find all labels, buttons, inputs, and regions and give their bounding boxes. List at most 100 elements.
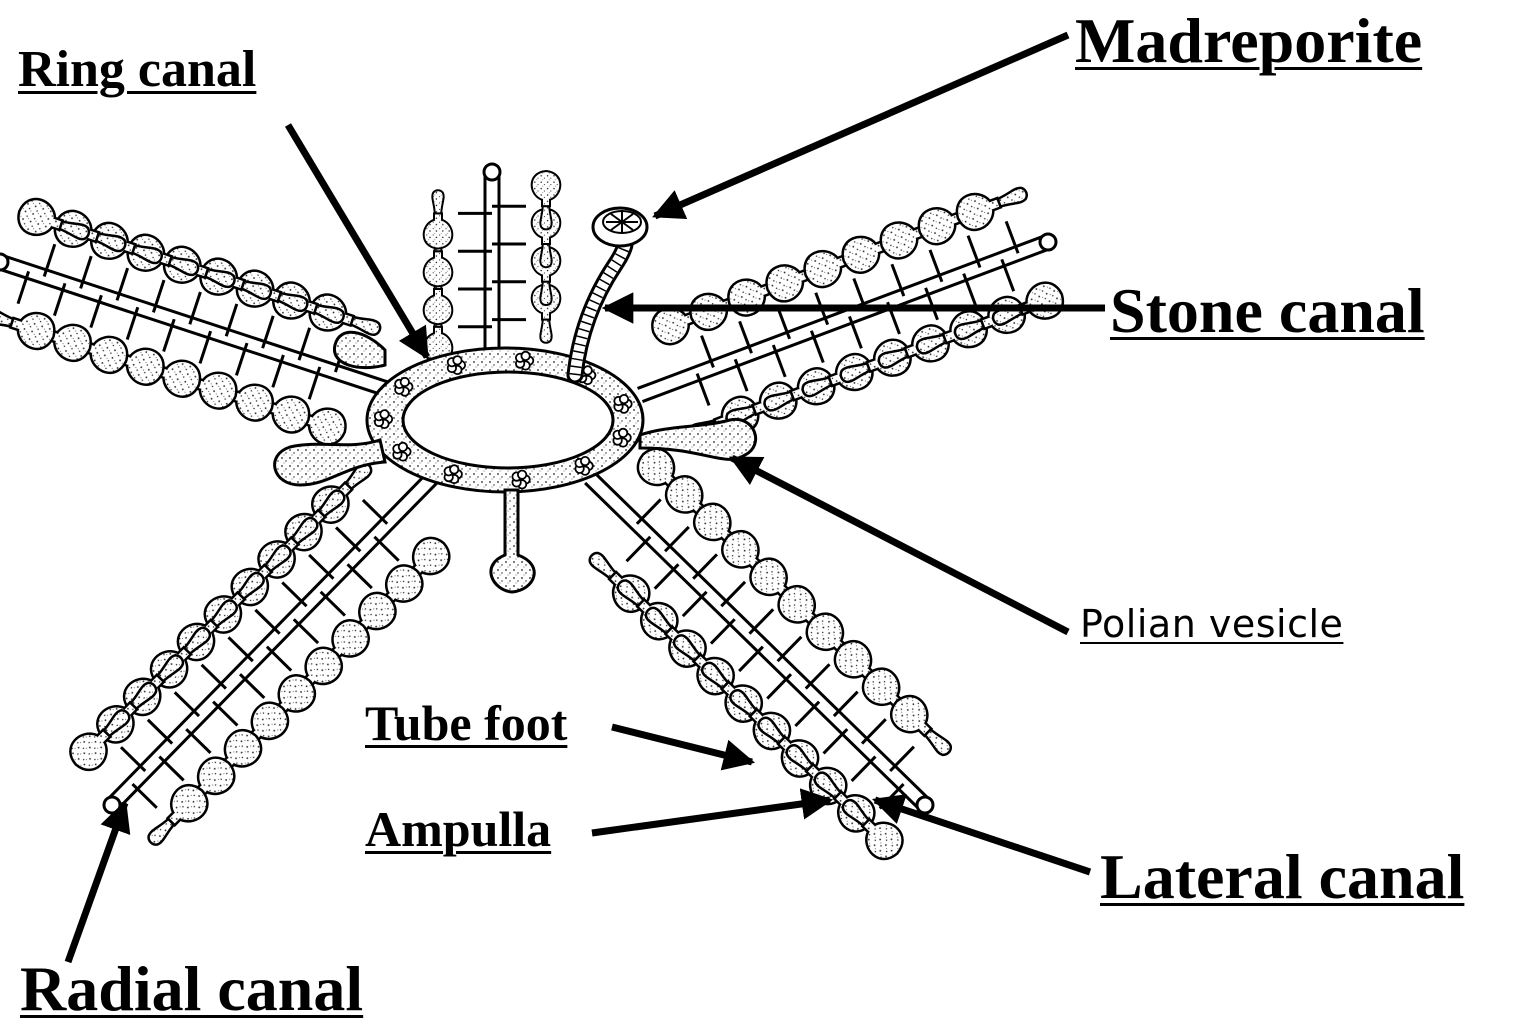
ring-canal-arrow <box>284 123 431 360</box>
tube-foot-outline <box>700 661 730 690</box>
ampulla-outline <box>117 347 165 386</box>
tube-foot-outline <box>312 303 345 324</box>
tube-foot-outline <box>94 231 127 253</box>
ring-rosette <box>511 469 531 490</box>
radial-canal-arm <box>102 472 439 815</box>
ring-canal-rosettes <box>373 350 633 490</box>
tube-foot-outline <box>672 634 702 663</box>
tube-foot-outline <box>102 709 131 738</box>
ampulla-outline <box>69 727 113 772</box>
ampulla-outline <box>273 674 317 718</box>
radial-canal-rail <box>584 481 922 812</box>
radial-canal-rail <box>115 481 439 811</box>
lateral-canal <box>924 287 939 321</box>
polian-vesicle-arrow <box>729 454 1070 636</box>
radial-arms <box>0 162 1058 815</box>
tube-foot-outline <box>155 654 185 683</box>
tube-foot-outline <box>431 189 445 215</box>
rosette-petal <box>582 365 593 376</box>
ring-rosette <box>612 427 632 448</box>
ampullae-and-tube-feet <box>0 169 1065 861</box>
lateral-canal <box>804 663 831 690</box>
lateral-canal <box>346 563 373 590</box>
radial-canal-arm <box>458 162 526 352</box>
lateral-canal <box>738 320 753 354</box>
ring-rosette <box>574 455 594 476</box>
lateral-canal <box>308 553 335 580</box>
lateral-canal <box>748 608 775 635</box>
lateral-canal <box>720 580 747 608</box>
lateral-canal <box>224 303 239 337</box>
ampulla-outline <box>154 359 202 398</box>
lateral-canal <box>125 306 140 340</box>
rosette-petal <box>449 464 460 475</box>
ampulla-outline <box>300 646 344 690</box>
ring-rosette <box>446 355 466 376</box>
rosette-petal <box>452 355 463 366</box>
lateral-canal <box>653 563 680 590</box>
lateral-canal <box>809 330 825 364</box>
ampulla-outline <box>246 701 290 745</box>
lateral-canal-label: Lateral canal <box>1100 841 1465 912</box>
ampulla-outline <box>263 395 311 434</box>
ampulla-outline <box>422 287 454 326</box>
tube-foot-outline <box>757 716 786 745</box>
ampulla-outline <box>81 335 129 374</box>
polian-vesicles <box>273 330 758 594</box>
lateral-canal <box>1004 220 1020 254</box>
lateral-canal <box>319 590 346 617</box>
rosette-petal <box>617 427 629 439</box>
ring-canal-label: Ring canal <box>18 41 257 98</box>
tube-foot-outline <box>317 489 346 519</box>
lateral-canal <box>188 291 202 325</box>
ampulla-outline <box>8 311 56 351</box>
tube-foot-outline <box>839 361 872 384</box>
ampulla-outline <box>721 529 765 573</box>
lateral-canal <box>848 315 863 349</box>
label-arrows <box>64 31 1105 964</box>
ampulla-outline <box>777 584 821 628</box>
ampulla-outline <box>192 756 236 800</box>
lateral-canal <box>663 525 690 553</box>
lateral-canal <box>1000 258 1016 292</box>
ampulla-outline <box>803 249 851 289</box>
tube-foot-outline <box>276 291 309 313</box>
tube-foot-outline <box>129 681 158 711</box>
lateral-canal <box>890 263 906 297</box>
ampulla-outline <box>165 783 209 828</box>
lateral-canal <box>733 358 749 392</box>
radial-canal-rail <box>105 472 429 802</box>
stone-canal-label: Stone canal <box>1110 275 1425 346</box>
tube-foot-outline <box>539 318 553 344</box>
rosette-petal <box>520 350 531 362</box>
lateral-canal <box>692 553 719 580</box>
tube-foot-outline <box>290 516 319 546</box>
ring-rosette <box>514 350 535 371</box>
tube-foot-outline <box>616 579 646 608</box>
tube-foot-outline <box>801 376 834 398</box>
ampulla-outline <box>17 197 65 237</box>
lateral-canal <box>212 700 239 727</box>
tube-foot-outline <box>349 315 382 336</box>
tube-foot-label: Tube foot <box>365 695 568 751</box>
ampulla-outline <box>380 564 424 608</box>
lateral-canal <box>234 342 249 376</box>
tube-foot-outline <box>203 267 236 289</box>
tube-foot-outline <box>0 307 15 328</box>
lateral-canal <box>238 673 266 700</box>
lateral-canal <box>146 718 174 745</box>
tube-foot-outline <box>209 599 238 628</box>
ring-canal-body <box>365 346 645 494</box>
lateral-canal <box>227 636 254 663</box>
ampulla-outline <box>805 612 849 656</box>
madreporite-shape <box>591 206 649 248</box>
radial-canal-lumen <box>587 475 928 808</box>
tube-foot-outline <box>996 186 1028 208</box>
ampulla-outline <box>190 371 238 410</box>
radial-canal-end <box>0 252 10 272</box>
ampulla-outline <box>765 264 813 303</box>
radial-canal-label: Radial canal <box>20 953 364 1024</box>
ampulla-bulb <box>0 307 56 351</box>
lateral-canal <box>89 294 103 329</box>
lateral-canal <box>635 498 662 525</box>
